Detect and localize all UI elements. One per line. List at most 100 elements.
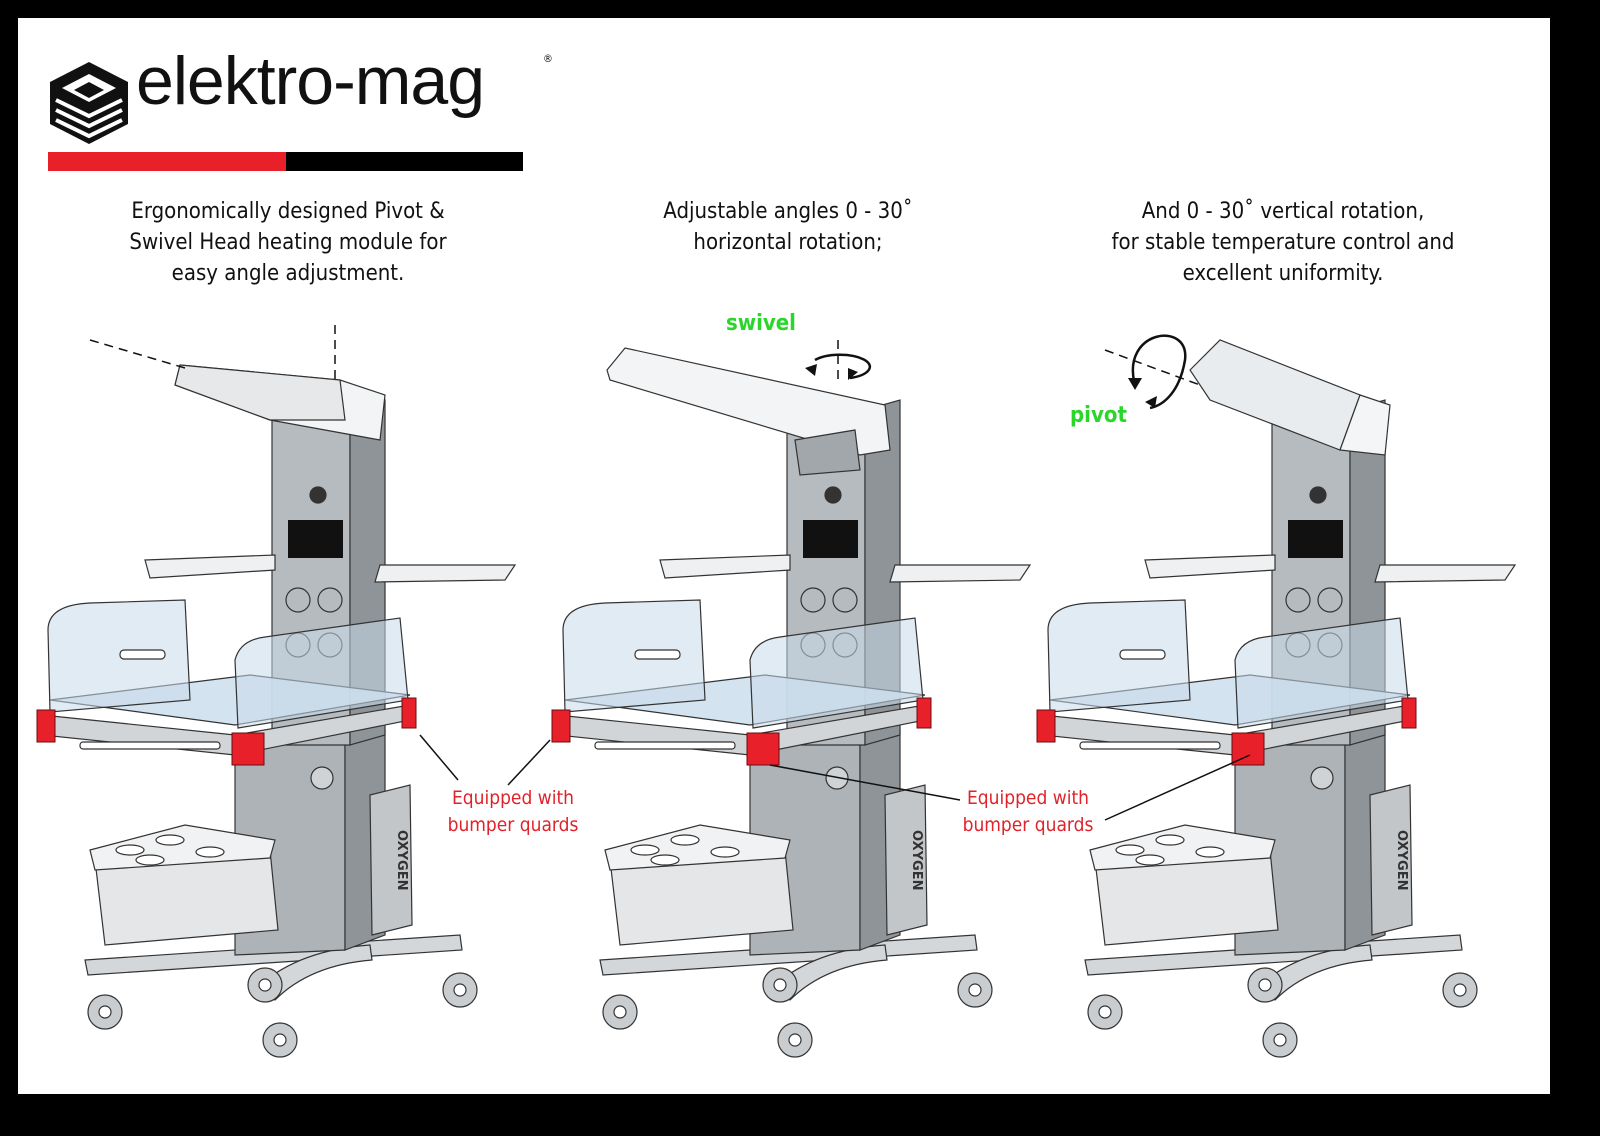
cup-holder <box>135 854 165 866</box>
caster-hub <box>1453 983 1467 997</box>
caster-hub <box>1273 1033 1287 1047</box>
base-leg <box>259 944 373 1001</box>
bumper-callout-2: Equipped with bumper quards <box>948 785 1108 839</box>
caster-hub <box>968 983 982 997</box>
logo-wordmark: elektro-mag <box>136 43 485 119</box>
brochure-sheet: OXYGEN OXYGEN OXYGEN elektro-mag ® Ergonom… <box>18 18 1550 1094</box>
bumper-guard <box>916 697 932 729</box>
cup-holder <box>650 854 680 866</box>
caption-line: for stable temperature control and <box>1111 230 1455 255</box>
caster-hub <box>258 978 272 992</box>
callout-line: bumper quards <box>962 814 1094 836</box>
bumper-guard <box>1036 709 1056 743</box>
port-circle <box>1317 587 1343 613</box>
caption-line: excellent uniformity. <box>1182 261 1384 286</box>
arrowhead-icon <box>1128 378 1157 408</box>
side-tray <box>144 554 276 579</box>
port-circle <box>317 587 343 613</box>
port-circle <box>800 587 826 613</box>
caster-hub <box>453 983 467 997</box>
caster-hub <box>1098 1005 1112 1019</box>
cup-holder <box>670 834 700 846</box>
bumper-guard <box>746 732 780 766</box>
callout-line: Equipped with <box>451 787 574 809</box>
display-screen <box>1288 520 1343 558</box>
side-tray <box>374 564 517 583</box>
cup-holder <box>1155 834 1185 846</box>
swivel-arrow <box>814 353 872 380</box>
callout-leader <box>419 734 459 781</box>
front-panel <box>749 617 924 729</box>
swivel-label: swivel <box>726 311 796 336</box>
pivot-arrow <box>1131 334 1187 410</box>
control-knob <box>310 766 334 790</box>
arrowhead-icon <box>805 364 858 380</box>
front-panel <box>1234 617 1409 729</box>
oxygen-label: OXYGEN <box>1394 830 1409 890</box>
cup-holder <box>195 846 225 858</box>
logo-cube-icon <box>50 62 128 144</box>
cup-holder <box>630 844 660 856</box>
oxygen-bracket <box>369 784 413 936</box>
callout-line: bumper quards <box>447 814 579 836</box>
bed-rail <box>1079 741 1221 750</box>
logo-black-bar <box>286 152 523 171</box>
oxygen-bracket <box>884 784 928 936</box>
panel-2-caption: Adjustable angles 0 - 30˚ horizontal rot… <box>578 196 998 258</box>
oxygen-label: OXYGEN <box>394 830 409 890</box>
port-circle <box>1285 587 1311 613</box>
heater-head-face <box>174 364 346 421</box>
side-panel <box>47 599 191 713</box>
radiant-warmer-3: OXYGEN <box>1036 399 1517 1058</box>
panel-handle <box>634 649 681 660</box>
caster-hub <box>613 1005 627 1019</box>
control-knob <box>309 486 327 504</box>
product-illustrations: OXYGEN OXYGEN OXYGEN <box>36 325 1517 1058</box>
bed-rail <box>79 741 221 750</box>
side-tray <box>889 564 1032 583</box>
bumper-guard <box>401 697 417 729</box>
callout-line: Equipped with <box>966 787 1089 809</box>
side-tray <box>1144 554 1276 579</box>
port-circle <box>285 587 311 613</box>
control-knob <box>824 486 842 504</box>
caster-hub <box>273 1033 287 1047</box>
caption-line: Swivel Head heating module for <box>129 230 447 255</box>
caster-hub <box>788 1033 802 1047</box>
side-tray <box>659 554 791 579</box>
pivot-axis-line <box>89 339 186 369</box>
cup-holder <box>710 846 740 858</box>
oxygen-label: OXYGEN <box>909 830 924 890</box>
panel-handle <box>1119 649 1166 660</box>
control-knob <box>1310 766 1334 790</box>
bumper-guard <box>1401 697 1417 729</box>
panel-1-caption: Ergonomically designed Pivot & Swivel He… <box>78 196 498 289</box>
registered-mark: ® <box>543 52 553 65</box>
control-knob <box>1309 486 1327 504</box>
cup-holder <box>1115 844 1145 856</box>
pivot-label: pivot <box>1070 403 1127 428</box>
caster-hub <box>98 1005 112 1019</box>
side-panel <box>562 599 706 713</box>
base-leg <box>774 944 888 1001</box>
cup-holder <box>115 844 145 856</box>
oxygen-bracket <box>1369 784 1413 936</box>
callout-leader <box>769 764 961 801</box>
cup-holder <box>1135 854 1165 866</box>
elektro-mag-logo: elektro-mag ® <box>48 43 553 173</box>
radiant-warmer-1: OXYGEN <box>36 399 517 1058</box>
logo-red-bar <box>48 152 286 171</box>
front-panel <box>234 617 409 729</box>
panel-handle <box>119 649 166 660</box>
bumper-guard <box>231 732 265 766</box>
callout-leader <box>507 739 551 786</box>
radiant-warmer-2: OXYGEN <box>551 399 1032 1058</box>
display-screen <box>803 520 858 558</box>
cup-holder <box>155 834 185 846</box>
caster-hub <box>1258 978 1272 992</box>
caption-line: Adjustable angles 0 - 30˚ <box>663 199 913 224</box>
bumper-guard <box>36 709 56 743</box>
side-panel <box>1047 599 1191 713</box>
caster-hub <box>773 978 787 992</box>
side-tray <box>1374 564 1517 583</box>
